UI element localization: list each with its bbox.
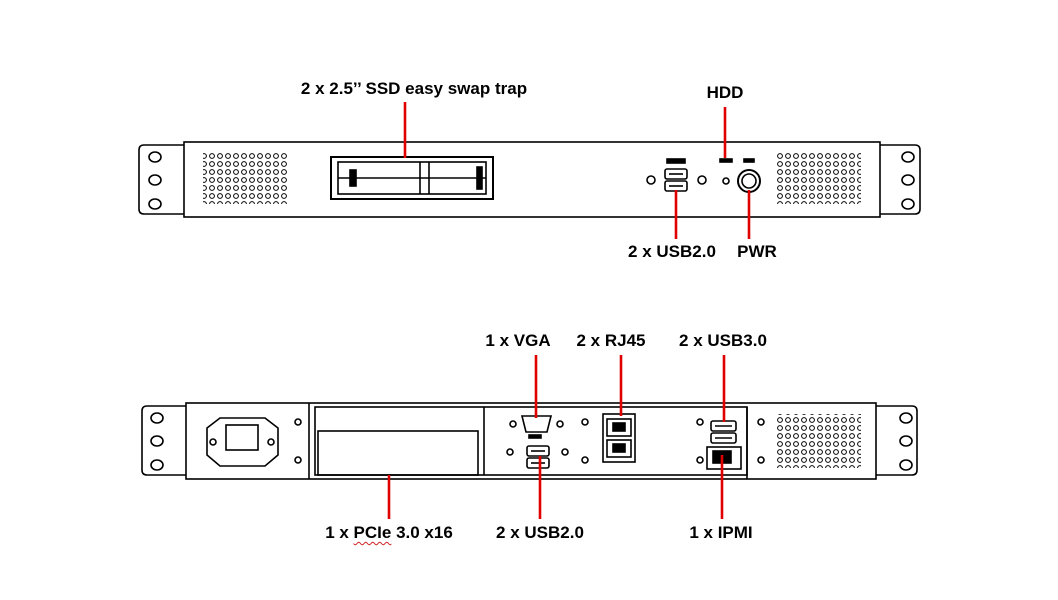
- rear-chassis: [185, 402, 877, 480]
- pcie-label-prefix: 1 x: [325, 523, 354, 542]
- front-chassis: [183, 141, 881, 218]
- psu-screw-bottom: [294, 456, 302, 464]
- front-right-vent: [775, 151, 861, 204]
- ipmi-label: 1 x IPMI: [689, 523, 753, 542]
- rear-left-rack-ear: [141, 405, 186, 476]
- hdd-led: [719, 158, 733, 163]
- front-usb-label: 2 x USB2.0: [628, 242, 716, 261]
- rear-panel: [141, 402, 918, 480]
- rear-usb2-label: 2 x USB2.0: [496, 523, 584, 542]
- pcie-slot-area: [314, 406, 748, 476]
- vga-label: 1 x VGA: [485, 331, 551, 350]
- front-left-vent: [203, 151, 289, 204]
- rear-right-vent: [775, 414, 861, 468]
- pcie-label-suffix: 3.0 x16: [391, 523, 453, 542]
- pcie-slot: [317, 430, 479, 476]
- front-screw-left: [646, 175, 656, 185]
- pwr-label: PWR: [737, 242, 777, 261]
- rj45-label: 2 x RJ45: [576, 331, 646, 350]
- hdd-label: HDD: [706, 83, 744, 102]
- power-button: [737, 158, 761, 193]
- front-screw-right: [697, 175, 707, 185]
- ipmi-port: [706, 446, 742, 470]
- front-usb-ports: [664, 158, 688, 192]
- vga-port: [509, 415, 564, 439]
- rj45-ports: [602, 413, 636, 463]
- hdd-indicator: [722, 177, 730, 185]
- rear-usb2-ports: [526, 445, 550, 469]
- ssd-trays: [330, 156, 494, 200]
- front-panel: [138, 141, 921, 218]
- psu-screw-top: [294, 418, 302, 426]
- front-right-rack-ear: [880, 144, 921, 215]
- usb3-label: 2 x USB3.0: [679, 331, 767, 350]
- rear-right-rack-ear: [876, 405, 918, 476]
- rear-usb3-ports: [710, 420, 737, 444]
- pcie-label-word: PCIe: [353, 523, 392, 542]
- front-callouts: [403, 102, 751, 239]
- rear-callouts: [387, 355, 726, 519]
- power-inlet: [206, 417, 279, 467]
- front-left-rack-ear: [138, 144, 184, 215]
- pcie-label: 1 x PCIe 3.0 x16: [325, 523, 453, 543]
- ssd-label: 2 x 2.5’’ SSD easy swap trap: [300, 79, 528, 98]
